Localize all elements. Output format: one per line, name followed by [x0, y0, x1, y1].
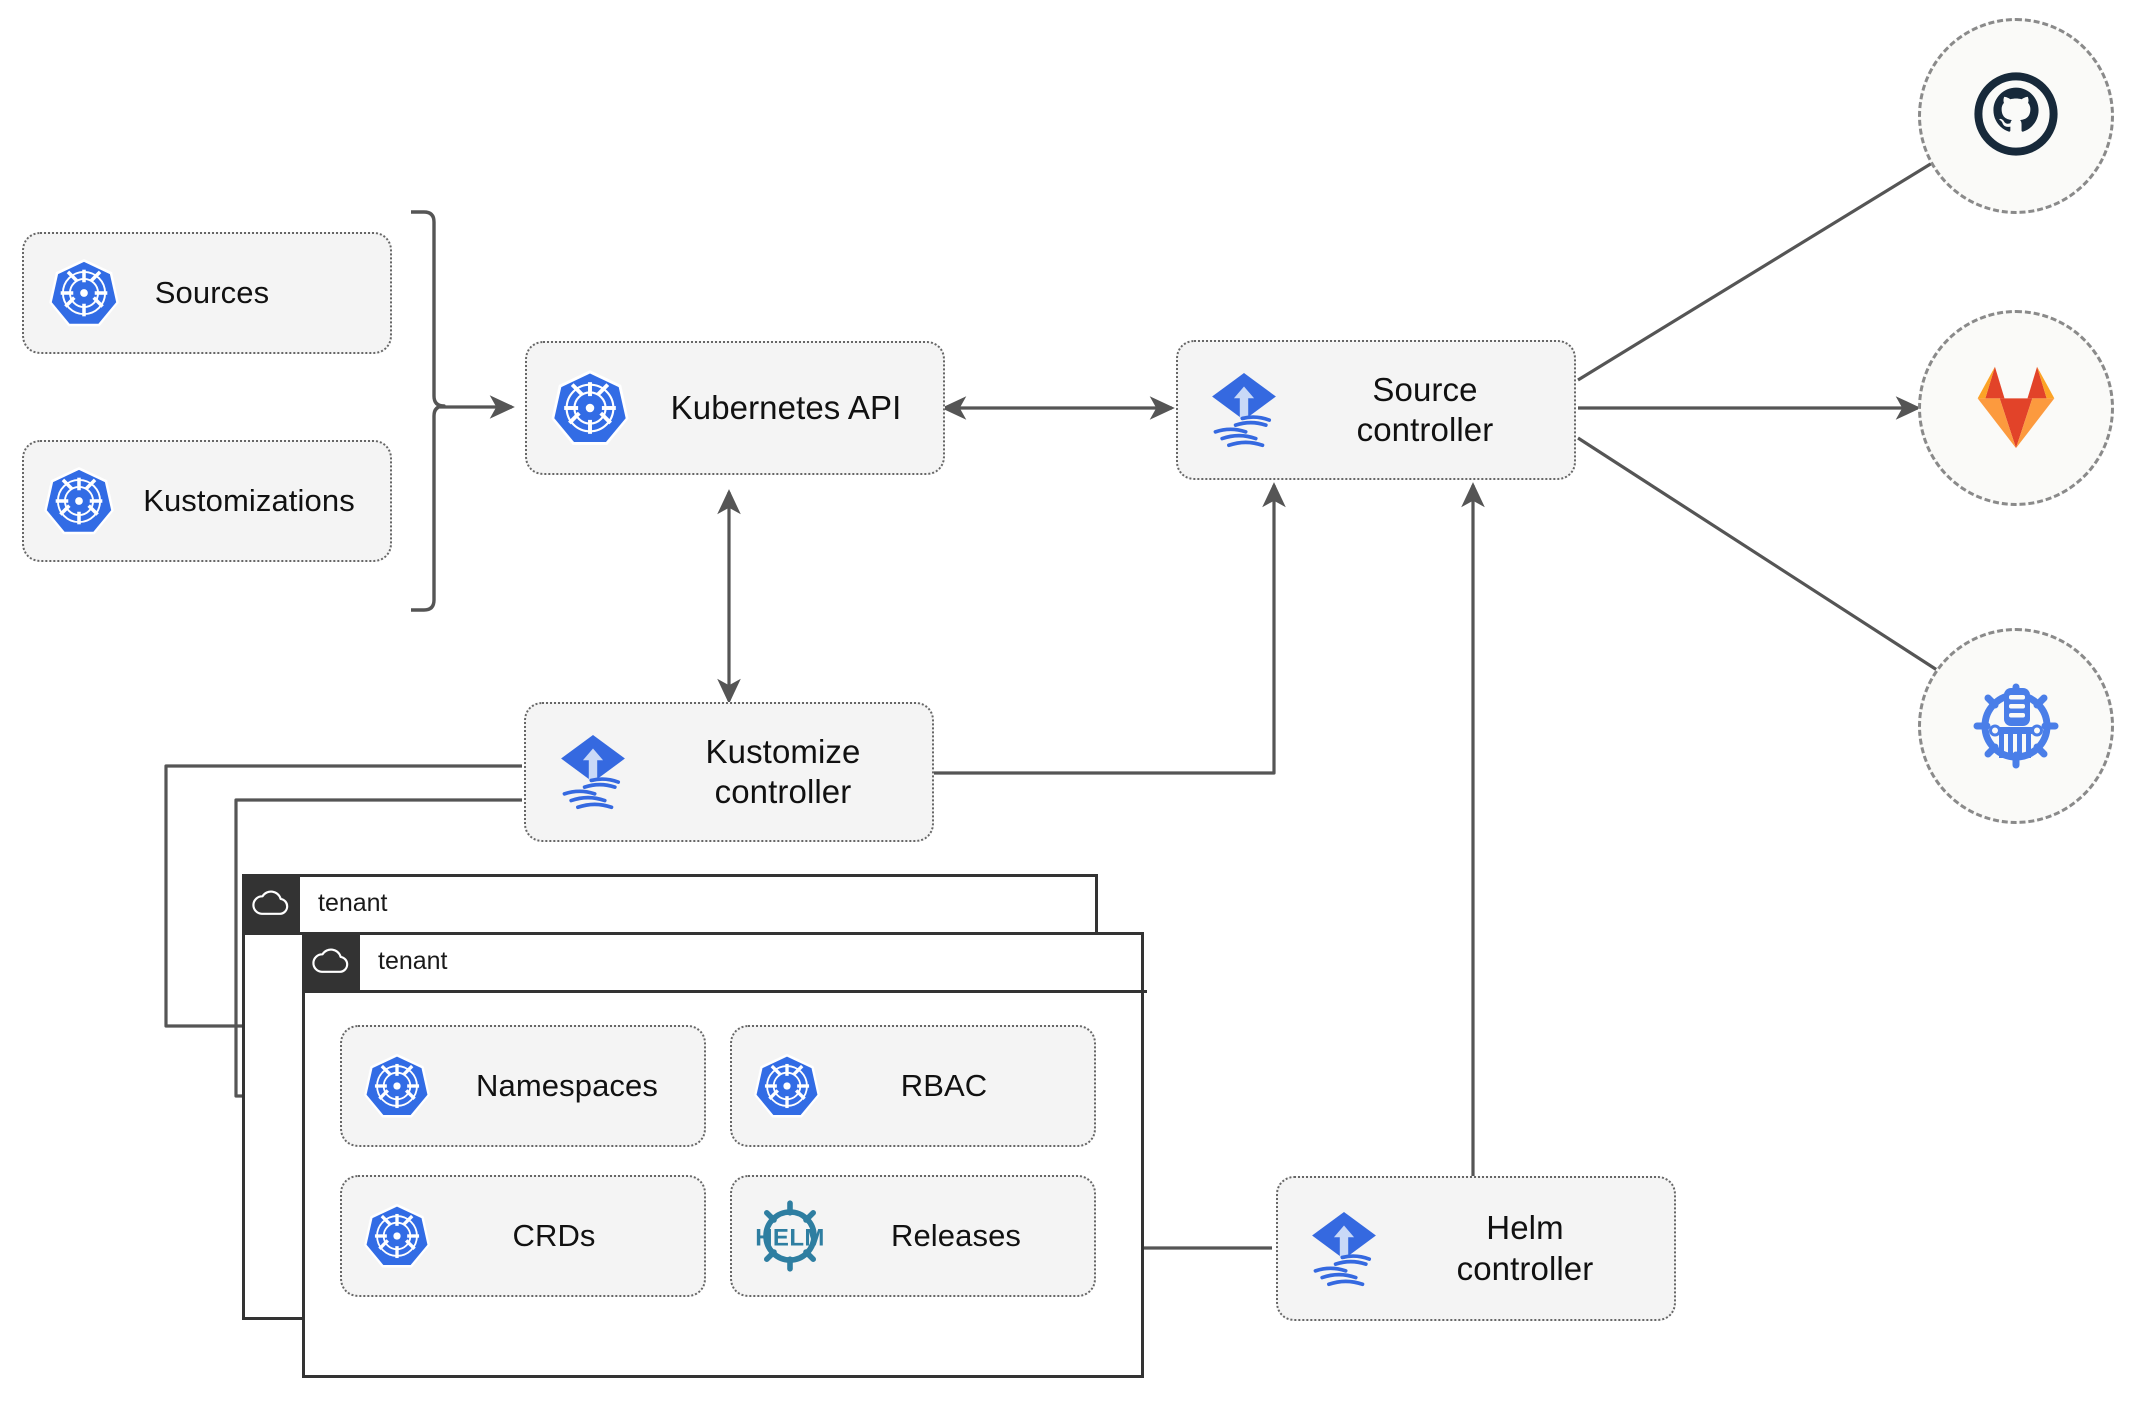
kubernetes-icon: [527, 367, 653, 449]
node-label: Releases: [890, 1218, 1022, 1254]
node-namespaces[interactable]: Namespaces: [340, 1025, 706, 1147]
cloud-icon: [242, 874, 300, 932]
kubernetes-icon: [24, 464, 134, 538]
github-icon: [1969, 67, 2063, 166]
kubernetes-icon: [732, 1051, 842, 1121]
node-label: Kubernetes API: [670, 388, 902, 426]
node-label: Sources: [154, 275, 270, 311]
node-kustomize-controller[interactable]: Kustomize controller: [524, 702, 934, 842]
node-label: Source controller: [1356, 370, 1494, 448]
provider-gitlab[interactable]: [1918, 310, 2114, 506]
tenant-label: tenant: [378, 947, 448, 975]
node-label: RBAC: [900, 1068, 988, 1104]
node-helm-controller[interactable]: Helm controller: [1276, 1176, 1676, 1321]
flux-icon: [1178, 368, 1310, 452]
node-label: Helm controller: [1456, 1209, 1594, 1287]
helm-icon: HELM: [732, 1196, 848, 1276]
provider-helm-repository[interactable]: [1918, 628, 2114, 824]
tenant-header: tenant: [242, 874, 388, 932]
node-label: Kustomize controller: [705, 732, 861, 810]
cloud-icon: [302, 932, 360, 990]
tenant-label: tenant: [318, 889, 388, 917]
node-crds[interactable]: CRDs: [340, 1175, 706, 1297]
gitlab-icon: [1968, 360, 2064, 457]
node-label: Kustomizations: [143, 483, 355, 519]
flux-icon: [526, 730, 660, 814]
edge-source-to-helm-repository: [1577, 436, 1971, 692]
tenant-header: tenant: [302, 932, 448, 990]
helm-repository-icon: [1966, 674, 2066, 779]
kubernetes-icon: [342, 1051, 452, 1121]
node-releases[interactable]: HELM Releases: [730, 1175, 1096, 1297]
node-rbac[interactable]: RBAC: [730, 1025, 1096, 1147]
kubernetes-icon: [24, 256, 144, 330]
node-sources[interactable]: Sources: [22, 232, 392, 354]
node-kubernetes-api[interactable]: Kubernetes API: [525, 341, 945, 475]
tenant-box-front[interactable]: tenant: [302, 932, 1147, 1378]
brace-sources-group: [411, 210, 446, 612]
edge-kustomize-to-source: [930, 482, 1286, 775]
node-label: CRDs: [512, 1218, 596, 1254]
flux-icon: [1278, 1207, 1410, 1291]
svg-text:HELM: HELM: [755, 1225, 825, 1252]
edge-source-to-github: [1577, 128, 1989, 382]
kubernetes-icon: [342, 1201, 452, 1271]
node-source-controller[interactable]: Source controller: [1176, 340, 1576, 480]
node-label: Namespaces: [476, 1068, 658, 1104]
provider-github[interactable]: [1918, 18, 2114, 214]
node-kustomizations[interactable]: Kustomizations: [22, 440, 392, 562]
